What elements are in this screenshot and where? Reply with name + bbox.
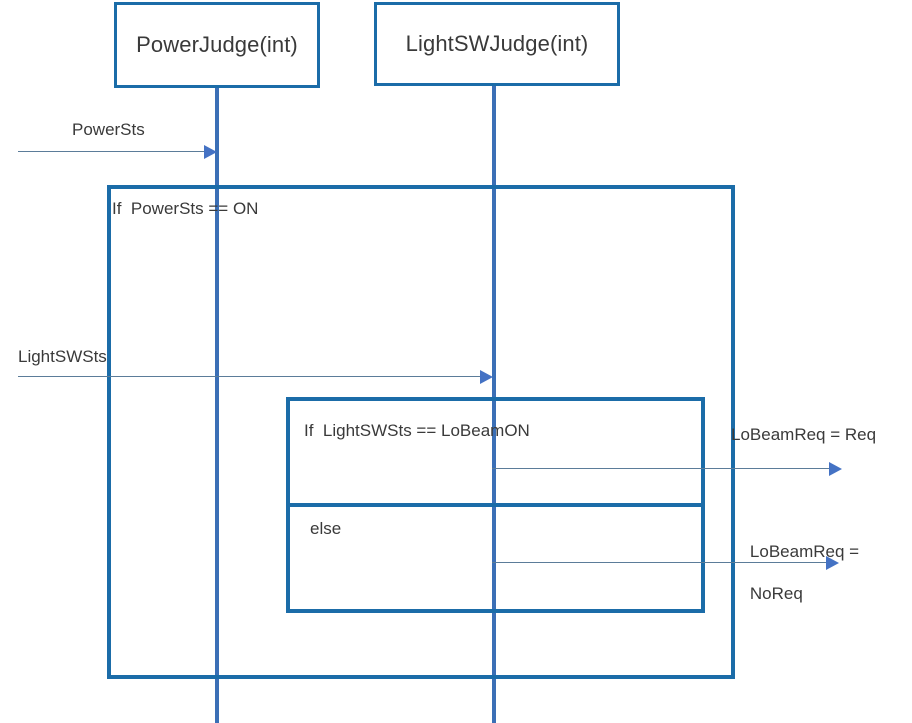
- lifeline-lightswjudge: [492, 86, 496, 723]
- message-arrowhead-lobeamreq-noreq: [826, 556, 839, 570]
- message-line-lobeamreq-noreq: [492, 562, 828, 563]
- fragment-label-if-lightswsts: If LightSWSts == LoBeamON: [304, 421, 530, 440]
- participant-powerjudge-label: PowerJudge(int): [136, 32, 298, 57]
- participant-powerjudge[interactable]: PowerJudge(int): [114, 2, 320, 88]
- fragment-label-if-powersts: If PowerSts == ON: [112, 199, 259, 218]
- message-label-lobeamreq-noreq-line1: LoBeamReq =: [749, 542, 860, 561]
- message-line-lobeamreq-req: [492, 468, 831, 469]
- participant-lightswjudge[interactable]: LightSWJudge(int): [374, 2, 620, 86]
- message-label-lobeamreq-req: LoBeamReq = Req: [731, 425, 877, 444]
- message-arrowhead-lightswsts: [480, 370, 493, 384]
- fragment-label-else-lightswsts: else: [310, 519, 342, 538]
- participant-lightswjudge-label: LightSWJudge(int): [405, 31, 589, 56]
- message-arrowhead-powersts: [204, 145, 217, 159]
- fragment-divider-lightswsts: [286, 503, 705, 507]
- message-label-lightswsts: LightSWSts: [18, 347, 107, 366]
- message-arrowhead-lobeamreq-req: [829, 462, 842, 476]
- message-line-lightswsts: [18, 376, 486, 377]
- message-label-lobeamreq-noreq: LoBeamReq = NoReq: [731, 520, 859, 625]
- message-line-powersts: [18, 151, 210, 152]
- message-label-lobeamreq-noreq-line2: NoReq: [749, 584, 803, 603]
- lifeline-powerjudge: [215, 88, 219, 723]
- message-label-powersts: PowerSts: [72, 120, 145, 139]
